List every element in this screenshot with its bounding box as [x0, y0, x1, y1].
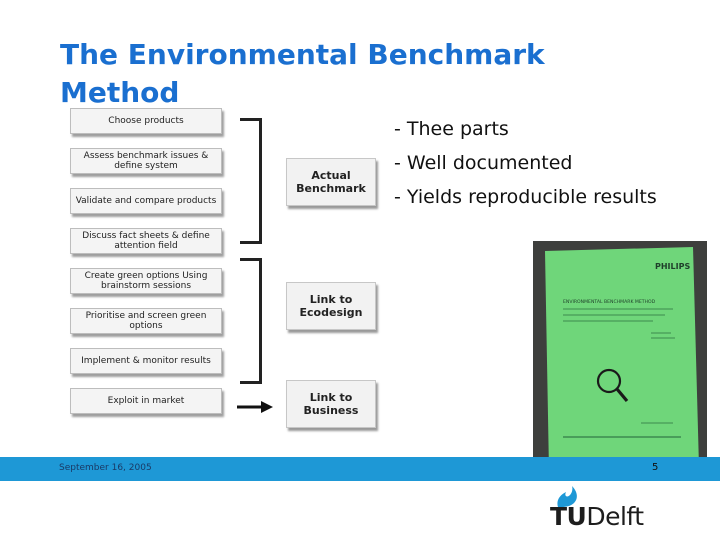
- outcome-link-business: Link to Business: [286, 380, 376, 428]
- footer-band: [0, 457, 720, 481]
- bracket-benchmark: [240, 118, 262, 244]
- bullet-item: - Yields reproducible results: [394, 186, 657, 208]
- process-flowchart: Choose products Assess benchmark issues …: [66, 108, 226, 424]
- outcome-actual-benchmark: Actual Benchmark: [286, 158, 376, 206]
- logo-wordmark: TUDelft: [550, 502, 644, 531]
- page-number: 5: [652, 462, 659, 473]
- report-cover-photo: PHILIPS ENVIRONMENTAL BENCHMARK METHOD: [533, 241, 707, 473]
- flow-step-8: Exploit in market: [70, 388, 222, 414]
- bullet-list: - Thee parts - Well documented - Yields …: [394, 112, 714, 214]
- flow-step-4: Discuss fact sheets & define attention f…: [70, 228, 222, 254]
- slide-title: The Environmental Benchmark Method: [60, 38, 545, 109]
- report-cover: [545, 247, 699, 471]
- report-brand: PHILIPS: [655, 262, 690, 271]
- flow-step-2: Assess benchmark issues & define system: [70, 148, 222, 174]
- slide-date: September 16, 2005: [59, 463, 152, 473]
- bullet-item: - Thee parts: [394, 118, 509, 140]
- magnifier-icon: [596, 368, 629, 403]
- outcome-link-ecodesign: Link to Ecodesign: [286, 282, 376, 330]
- report-heading: ENVIRONMENTAL BENCHMARK METHOD: [563, 299, 656, 305]
- flow-step-3: Validate and compare products: [70, 188, 222, 214]
- flow-step-7: Implement & monitor results: [70, 348, 222, 374]
- flow-step-1: Choose products: [70, 108, 222, 134]
- flame-icon: [557, 486, 577, 507]
- tudelft-logo: TUDelft: [548, 486, 698, 532]
- flow-step-5: Create green options Using brainstorm se…: [70, 268, 222, 294]
- flow-step-6: Prioritise and screen green options: [70, 308, 222, 334]
- bracket-ecodesign: [240, 258, 262, 384]
- arrow-right-icon: [237, 401, 273, 413]
- bullet-item: - Well documented: [394, 152, 573, 174]
